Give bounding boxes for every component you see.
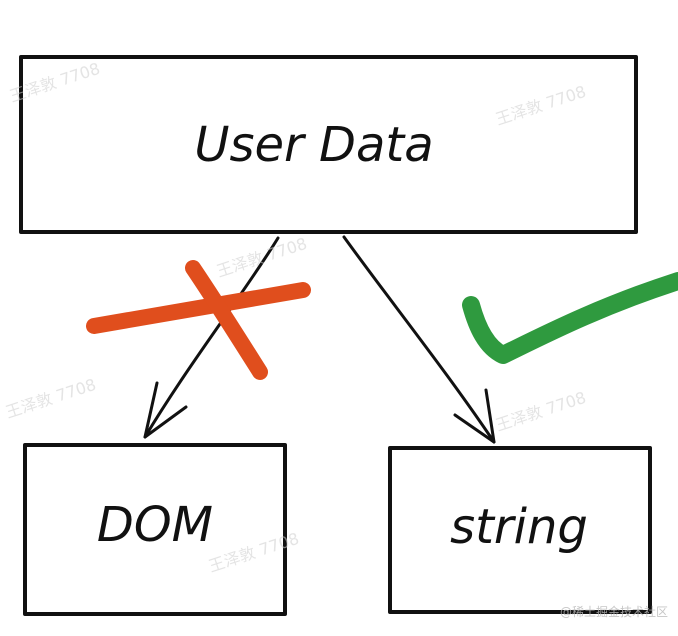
check-icon <box>462 272 678 364</box>
string-node: string <box>388 446 652 614</box>
arrow-to-string-head <box>453 388 496 444</box>
cross-icon <box>86 260 311 380</box>
site-watermark: @稀土掘金技术社区 <box>559 605 668 619</box>
check-stroke <box>462 272 678 364</box>
string-label: string <box>450 499 588 555</box>
dom-box <box>23 443 287 616</box>
user-data-label: User Data <box>194 117 433 173</box>
dom-label: DOM <box>97 497 213 553</box>
string-box <box>388 446 652 614</box>
user-data-node: User Data <box>19 55 638 234</box>
arrow-to-dom-line <box>143 236 280 439</box>
cross-stroke-diagonal <box>185 260 268 380</box>
arrow-to-string <box>342 235 496 444</box>
arrow-to-string-line <box>342 235 496 444</box>
cross-stroke-horizontal <box>86 282 311 334</box>
user-data-box <box>19 55 638 234</box>
arrow-to-dom-head <box>143 381 188 439</box>
dom-node: DOM <box>23 443 287 616</box>
arrow-to-dom <box>143 236 280 439</box>
